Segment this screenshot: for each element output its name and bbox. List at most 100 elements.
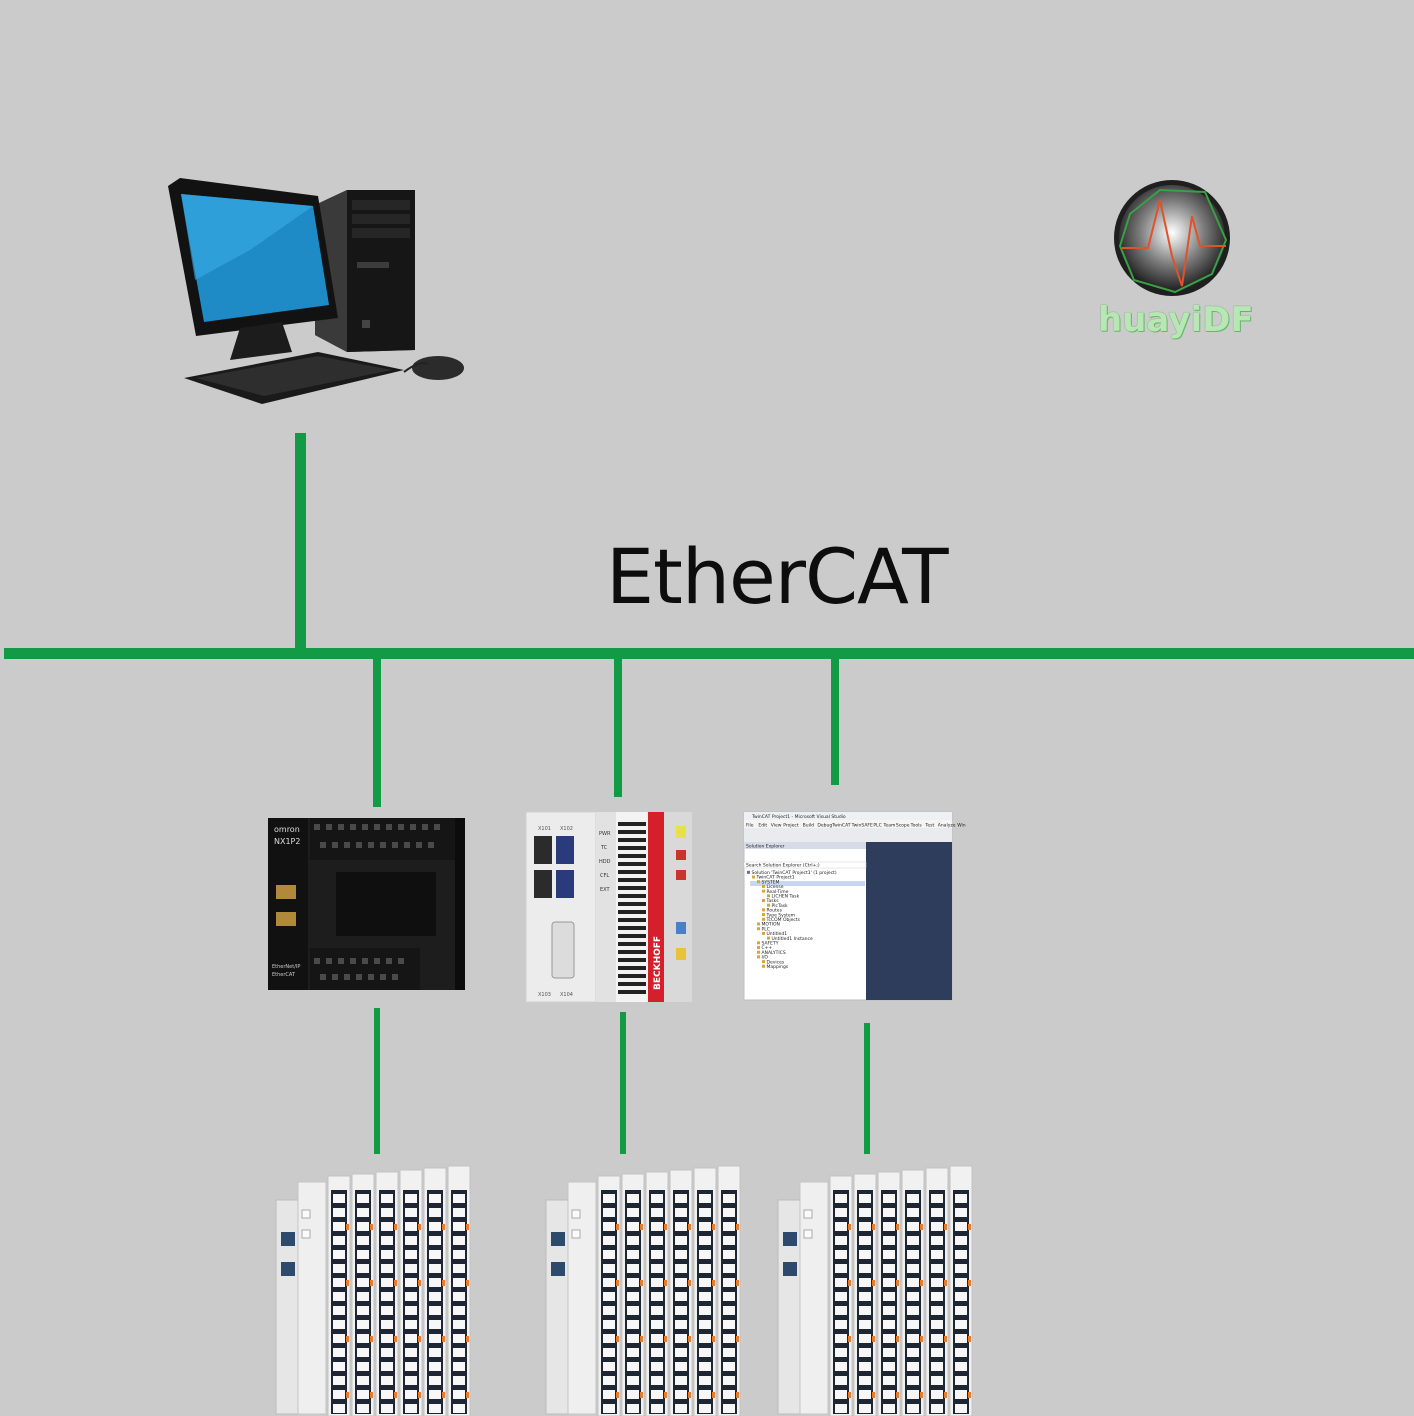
omron-port-1-icon	[276, 885, 296, 899]
vs-menu-item: File	[746, 823, 754, 829]
vs-tree-item: Type System	[766, 912, 796, 918]
tree-node-icon	[757, 955, 760, 959]
omron-model-label: NX1P2	[274, 837, 300, 846]
tree-node-icon	[767, 903, 770, 907]
vs-menu-item: Tools	[910, 823, 923, 829]
terminal-stripe	[618, 942, 646, 946]
beckhoff-brand-label: BECKHOFF	[653, 936, 663, 990]
omron-badge-line-2: EtherCAT	[272, 972, 296, 978]
usb-port-icon	[556, 836, 574, 864]
usb-port-icon	[556, 870, 574, 898]
vs-tree-item: SYSTEM	[762, 879, 780, 885]
tree-node-icon	[757, 941, 760, 945]
vs-tree-item: PlcTask	[772, 903, 789, 909]
network-label: EtherCAT	[606, 532, 949, 621]
vs-menu-item: Project	[783, 823, 799, 829]
terminal-stripe	[618, 966, 646, 970]
beckhoff-io-link	[620, 1012, 626, 1154]
omron-io-link	[374, 1008, 380, 1154]
tree-node-icon	[762, 913, 765, 917]
vs-menu-item: Edit	[758, 823, 767, 829]
port-label: X101	[538, 826, 551, 832]
svg-text:TC: TC	[600, 845, 608, 851]
tree-node-icon	[762, 908, 765, 912]
vs-tree-item: C++	[762, 945, 773, 951]
tree-node-icon	[762, 960, 765, 964]
terminal-stripe	[618, 862, 646, 866]
terminal-stripe	[618, 846, 646, 850]
vs-tree-item: Solution 'TwinCAT Project1' (1 project)	[752, 870, 837, 876]
vs-search-box: Search Solution Explorer (Ctrl+;)	[746, 863, 820, 869]
terminal-stripe	[618, 838, 646, 842]
svg-text:EXT: EXT	[600, 887, 610, 893]
terminal-stripe	[618, 918, 646, 922]
twincat-io-link	[864, 1023, 870, 1154]
tree-node-icon	[762, 884, 765, 888]
ethernet-port-icon	[281, 1232, 295, 1246]
vs-tree-item: Devices	[767, 959, 785, 965]
vs-menu-item: Scope	[896, 823, 910, 829]
terminal-stripe	[618, 910, 646, 914]
vs-tree-item: TcCOM Objects	[766, 917, 801, 923]
terminal-stripe	[618, 854, 646, 858]
huayidf-logo-icon	[1114, 180, 1230, 296]
terminal-stripe	[618, 822, 646, 826]
terminal-stripe	[618, 902, 646, 906]
svg-text:PWR: PWR	[599, 831, 611, 837]
terminal-stripe	[618, 830, 646, 834]
pc-drop-line	[295, 433, 306, 651]
tree-node-icon	[762, 917, 765, 921]
vs-tree-item: PLC	[762, 926, 770, 932]
tree-node-icon	[757, 950, 760, 954]
beckhoff-red-band	[648, 812, 664, 1002]
beckhoff-cx-controller: X101 X102 X103 X104 PWR TC HDD CFL EXT B…	[525, 811, 692, 1003]
io-terminal-rack-icon	[545, 1165, 741, 1416]
port-label: X103	[538, 992, 551, 998]
vs-menu-item: Team	[882, 823, 895, 829]
omron-terminal-row-top	[314, 824, 440, 848]
svg-text:HDD: HDD	[599, 859, 611, 865]
vs-editor-panel	[866, 842, 952, 1000]
omron-nx1p2-controller: omron NX1P2 EtherNet/IP EtherCAT	[268, 818, 465, 990]
terminal-stripe	[618, 982, 646, 986]
terminal-stripe	[618, 958, 646, 962]
tree-node-icon	[757, 922, 760, 926]
terminal-stripe	[618, 990, 646, 994]
vs-menu-item: Win	[957, 823, 966, 829]
vs-menu-item: TwinSAFE	[851, 823, 873, 829]
vs-menu-item: Test	[924, 823, 934, 829]
vs-menu-item: View	[771, 823, 782, 829]
vs-panel-title: Solution Explorer	[746, 844, 785, 850]
beckhoff-drop-line	[614, 657, 622, 797]
vs-tree-item: License	[767, 884, 784, 890]
port-label: X102	[560, 826, 573, 832]
port-label: X104	[560, 992, 573, 998]
omron-port-2-icon	[276, 912, 296, 926]
brand-name: huayiDF	[1098, 300, 1254, 340]
tree-node-icon	[762, 964, 765, 968]
omron-badge-line-1: EtherNet/IP	[272, 964, 300, 970]
io-terminal-rack-icon	[275, 1165, 471, 1416]
ethernet-port-icon	[534, 836, 552, 864]
desktop-computer-icon	[168, 178, 464, 404]
vs-tree-item: ANALYTICS	[762, 950, 786, 956]
ethercat-bus-line	[4, 648, 1414, 659]
vs-tree-item: SAFETY	[762, 941, 779, 947]
ethercat-bus	[4, 433, 1414, 1154]
omron-drop-line	[373, 657, 381, 807]
terminal-stripe	[618, 878, 646, 882]
tree-node-icon	[767, 936, 770, 940]
omron-terminal-row-bottom	[314, 958, 404, 980]
vs-tree-item: Real-Time	[767, 889, 789, 895]
io-stations	[275, 1165, 973, 1416]
vs-menu-item: TwinCAT	[831, 823, 851, 829]
tree-node-icon	[757, 880, 760, 884]
beckhoff-led-labels: PWR TC HDD CFL EXT	[599, 831, 611, 893]
tree-node-icon	[762, 899, 765, 902]
tree-node-icon	[757, 927, 760, 931]
vs-tree-item: LICHEN Task	[772, 894, 800, 900]
vs-menu-item: Build	[803, 823, 814, 829]
vs-menu-item: Analyze	[938, 823, 956, 829]
dvi-port-icon	[551, 921, 575, 979]
